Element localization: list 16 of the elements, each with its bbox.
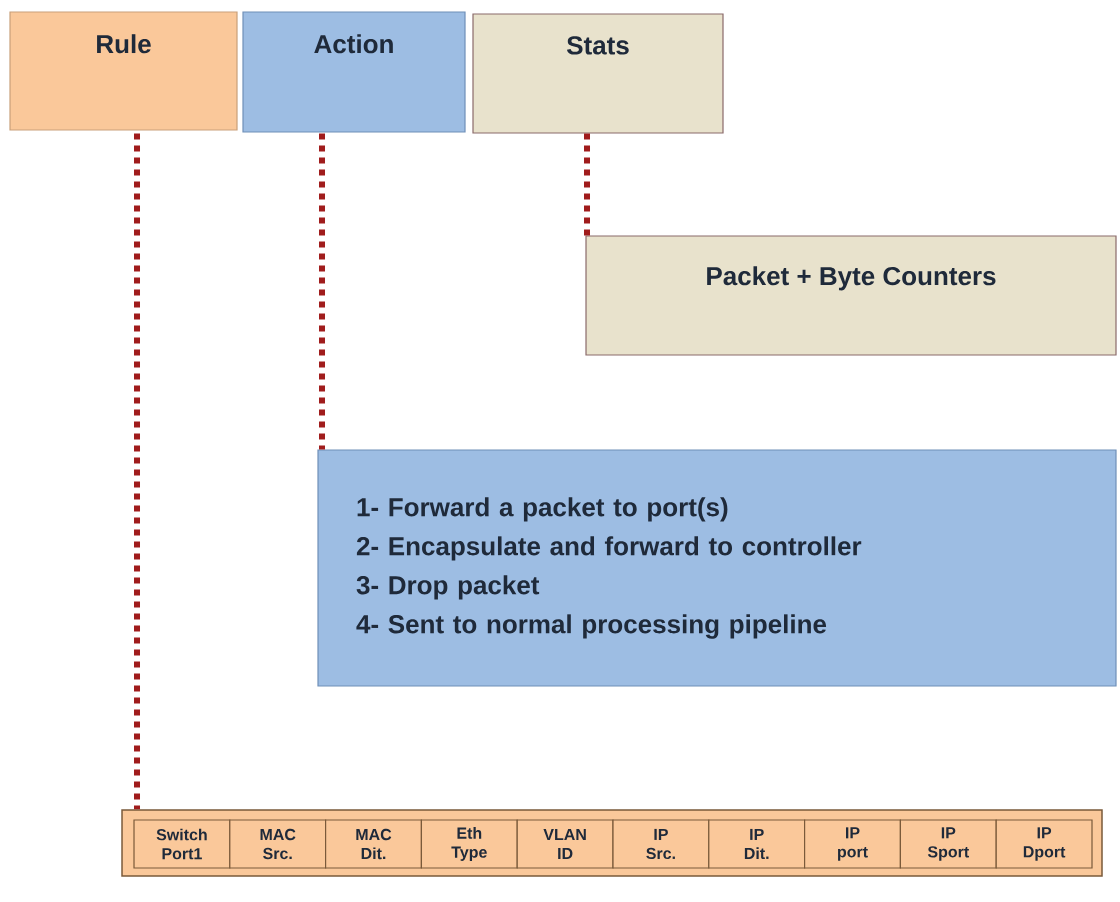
table-cell: MAC Dit.	[325, 819, 422, 869]
header-box: Stats	[472, 13, 724, 134]
table-cell: IP port	[804, 819, 901, 869]
counter-box: Packet + Byte Counters	[585, 235, 1117, 356]
table-cell: MAC Src.	[229, 819, 327, 869]
table-cell: VLAN ID	[516, 819, 614, 869]
header-box: Action	[242, 11, 466, 133]
table-cell: Switch Port1	[133, 819, 231, 869]
table-cell: IP Dit.	[708, 819, 806, 869]
header-box: Rule	[9, 11, 238, 131]
action-list-box: 1- Forward a packet to port(s) 2- Encapsulate and forward to controller 3- Drop packet 4- Sent to normal processing pipeline	[317, 449, 1117, 687]
dotted-line	[584, 133, 590, 236]
table-cell: IP Src.	[612, 819, 710, 869]
table-cell: Eth Type	[420, 819, 518, 869]
table-cell: IP Dport	[995, 819, 1093, 869]
table-cell: IP Sport	[899, 819, 997, 869]
